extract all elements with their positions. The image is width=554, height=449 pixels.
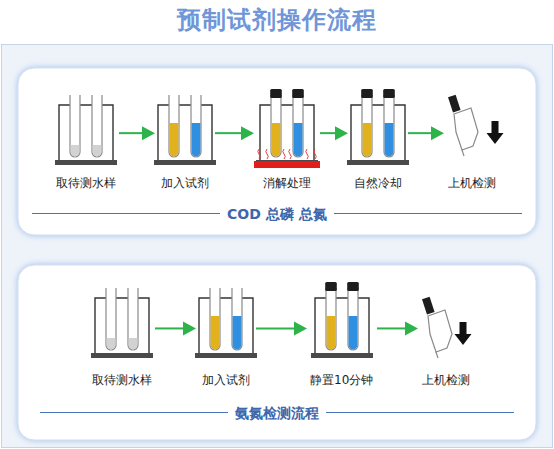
step-label: 上机检测 — [448, 176, 496, 191]
flow-arrow — [256, 321, 307, 335]
page-title: 预制试剂操作流程 — [0, 4, 554, 36]
step-label: 加入试剂 — [202, 373, 250, 388]
flow-arrow — [408, 126, 444, 140]
step-label: 取待测水样 — [92, 373, 152, 388]
step-box: 消解处理 — [254, 88, 320, 193]
step-label: 取待测水样 — [56, 176, 116, 191]
process-panel: 氨氮检测流程 取待测水样 加入试剂 静置10分钟 上机检测 — [18, 265, 536, 440]
process-panel: COD 总磷 总氮 取待测水样 加入试剂 消解处理 自然冷却 上机检测 — [18, 68, 536, 235]
step-box: 自然冷却 — [348, 88, 408, 193]
flow-arrow — [119, 126, 155, 140]
flow-arrow — [215, 126, 254, 140]
step-label: 静置10分钟 — [310, 373, 373, 388]
step-label: 消解处理 — [263, 176, 311, 191]
step-box: 上机检测 — [444, 88, 500, 193]
step-box: 加入试剂 — [155, 88, 215, 193]
step-box: 加入试剂 — [196, 282, 256, 390]
step-box: 上机检测 — [418, 282, 474, 390]
step-box: 取待测水样 — [89, 282, 155, 390]
flow-arrow — [377, 321, 418, 335]
step-label: 加入试剂 — [161, 176, 209, 191]
panel-caption: COD 总磷 总氮 — [220, 205, 334, 223]
panel-caption: 氨氮检测流程 — [228, 404, 326, 422]
flow-arrow — [155, 321, 196, 335]
flow-arrow — [320, 126, 348, 140]
step-box: 静置10分钟 — [307, 282, 377, 390]
step-label: 自然冷却 — [354, 176, 402, 191]
step-label: 上机检测 — [422, 373, 470, 388]
step-box: 取待测水样 — [53, 88, 119, 193]
